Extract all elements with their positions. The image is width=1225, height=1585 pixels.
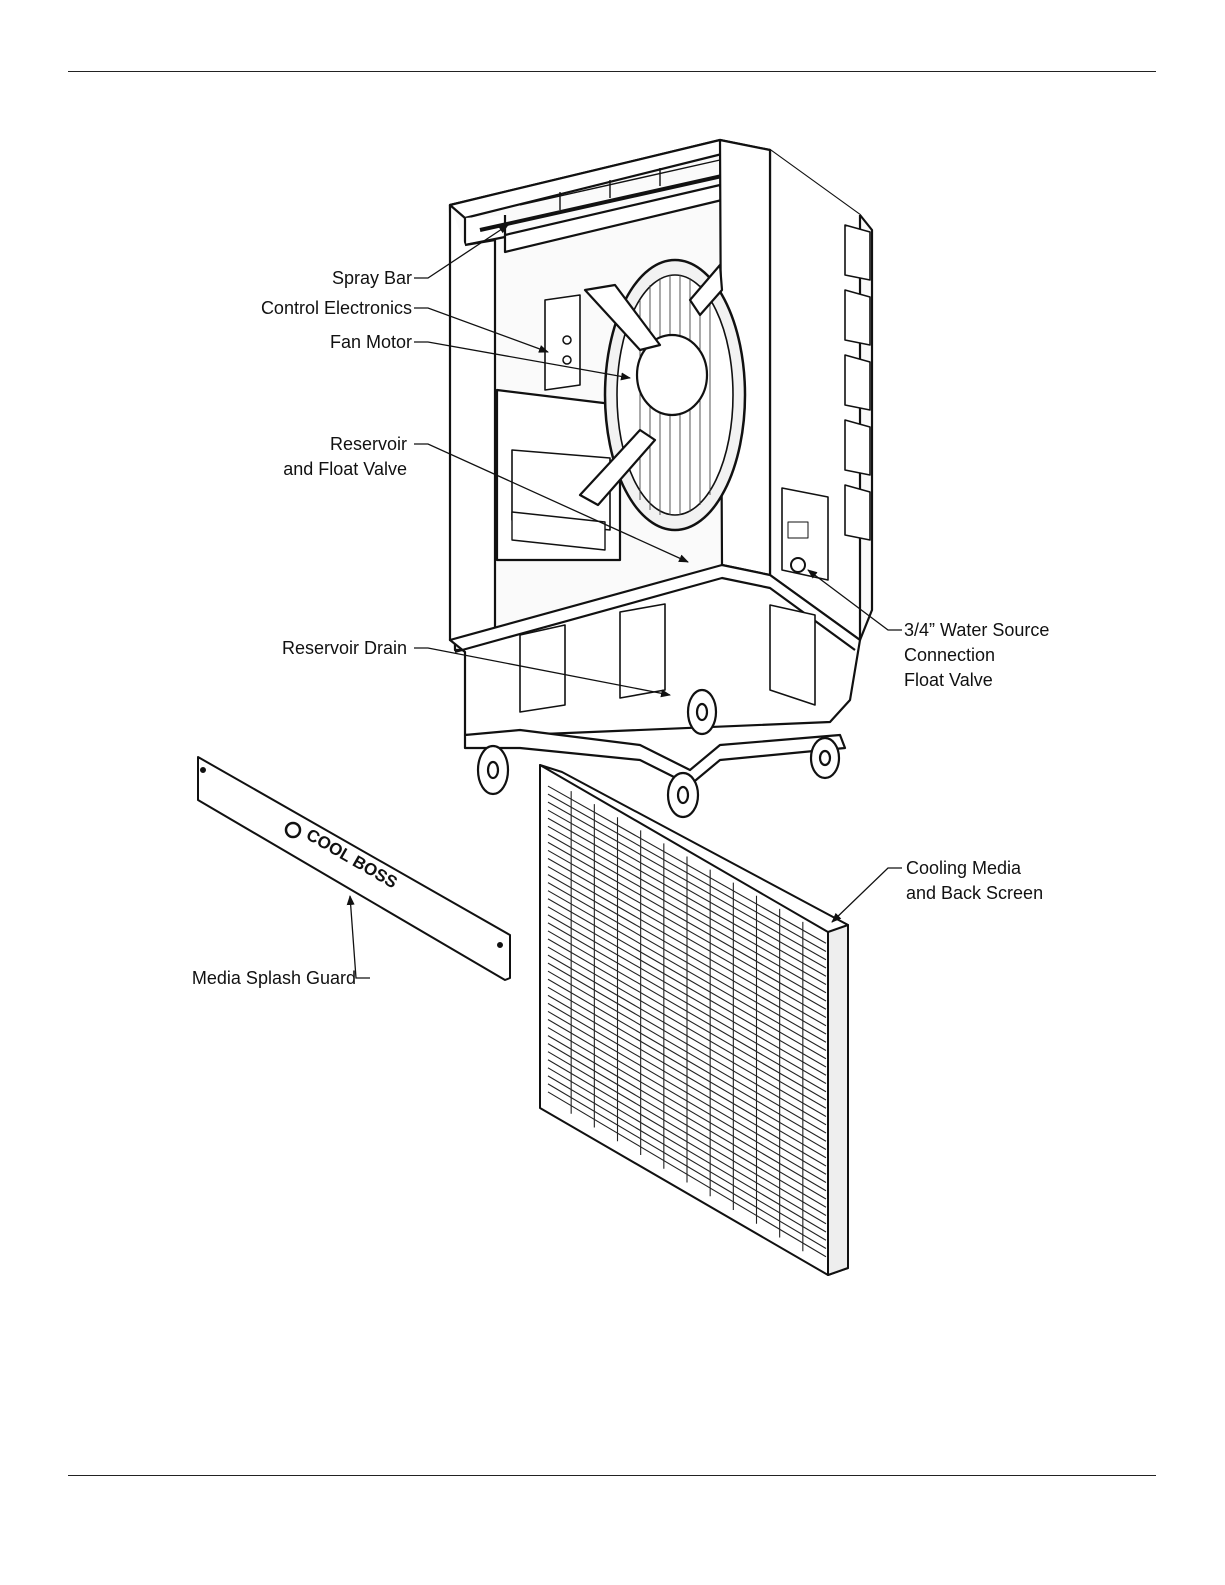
- label-water-source: 3/4” Water Source Connection Float Valve: [904, 618, 1049, 693]
- cooling-media: [540, 765, 848, 1275]
- label-spray-bar: Spray Bar: [332, 266, 412, 291]
- label-fan-motor: Fan Motor: [330, 330, 412, 355]
- label-reservoir-float-valve: Reservoir and Float Valve: [283, 432, 407, 482]
- water-source-fitting: [791, 558, 805, 572]
- label-media-splash-guard: Media Splash Guard: [192, 966, 356, 991]
- fan-assembly: [580, 260, 745, 530]
- leader-cooling-media: [832, 868, 902, 922]
- label-cooling-media: Cooling Media and Back Screen: [906, 856, 1043, 906]
- label-reservoir-drain: Reservoir Drain: [282, 636, 407, 661]
- label-control-electronics: Control Electronics: [261, 296, 412, 321]
- cooler-unit: [450, 140, 872, 817]
